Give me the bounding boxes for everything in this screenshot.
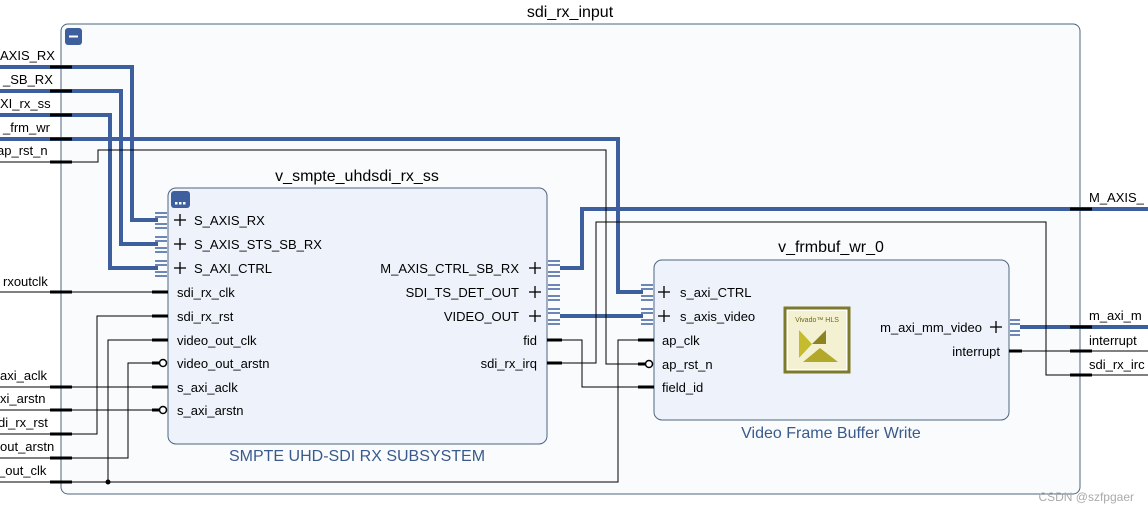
wire-out-clk bbox=[0, 339, 643, 483]
smpte-caption: SMPTE UHD-SDI RX SUBSYSTEM bbox=[229, 448, 485, 465]
wire-rx-rst bbox=[0, 315, 158, 435]
wire-video-out-clk bbox=[107, 339, 158, 482]
smpte-port-label: s_axi_arstn bbox=[177, 403, 243, 418]
bus-axi-frm-wr bbox=[0, 137, 643, 294]
ext-port-label: axi_aclk bbox=[0, 368, 47, 383]
smpte-port-label: sdi_rx_clk bbox=[177, 285, 235, 300]
smpte-port-label: S_AXI_CTRL bbox=[194, 261, 272, 276]
expand-plus-icon[interactable] bbox=[174, 214, 186, 274]
watermark: CSDN @szfpgaer bbox=[1038, 490, 1134, 504]
frmbuf-port-label: m_axi_mm_video bbox=[880, 320, 982, 335]
frmbuf-port-label: interrupt bbox=[952, 344, 1000, 359]
bus-port-connector bbox=[155, 212, 167, 277]
smpte-port-label: SDI_TS_DET_OUT bbox=[406, 285, 519, 300]
frmbuf-caption: Video Frame Buffer Write bbox=[741, 425, 921, 442]
vivado-hls-logo: Vivado™ HLS bbox=[783, 306, 851, 374]
frmbuf-port-label: ap_clk bbox=[662, 333, 700, 348]
ext-port-label: out_arstn bbox=[0, 439, 54, 454]
wire-sdi-rx-irq bbox=[560, 221, 1148, 376]
frmbuf-instance-name: v_frmbuf_wr_0 bbox=[778, 239, 884, 256]
frmbuf-port-label: field_id bbox=[662, 380, 703, 395]
ext-port-label: di_rx_rst bbox=[0, 415, 48, 430]
smpte-port-label: s_axi_aclk bbox=[177, 380, 238, 395]
active-low-bubble bbox=[644, 359, 654, 369]
smpte-port-label: fid bbox=[523, 333, 537, 348]
smpte-port-label: S_AXIS_RX bbox=[194, 213, 265, 228]
bus-port-connector bbox=[1010, 319, 1020, 336]
collapse-icon[interactable] bbox=[65, 28, 82, 45]
frmbuf-port-label: s_axis_video bbox=[680, 309, 755, 324]
expand-plus-icon[interactable] bbox=[658, 286, 1002, 333]
ext-port-label: sdi_rx_irc bbox=[1089, 357, 1145, 372]
ext-port-label: _out_clk bbox=[0, 463, 47, 478]
ext-port-label: interrupt bbox=[1089, 333, 1137, 348]
smpte-port-label: video_out_clk bbox=[177, 333, 257, 348]
smpte-port-label: video_out_arstn bbox=[177, 356, 270, 371]
smpte-port-label: VIDEO_OUT bbox=[444, 309, 519, 324]
ext-port-label: m_axi_m bbox=[1089, 308, 1142, 323]
wire-ap-rst-n bbox=[0, 149, 643, 365]
ext-port-label: _SB_RX bbox=[2, 72, 53, 87]
smpte-instance-name: v_smpte_uhdsdi_rx_ss bbox=[275, 168, 439, 185]
junction-dot bbox=[105, 479, 111, 485]
ext-port-label: AXIS_RX bbox=[0, 48, 55, 63]
ext-port-label: M_AXIS_ bbox=[1089, 190, 1145, 205]
ext-port-label: XI_rx_ss bbox=[0, 96, 51, 111]
smpte-port-label: S_AXIS_STS_SB_RX bbox=[194, 237, 322, 252]
svg-text:Vivado™ HLS: Vivado™ HLS bbox=[795, 317, 839, 324]
bus-port-connector bbox=[548, 260, 560, 325]
ext-port-label: ap_rst_n bbox=[0, 143, 48, 158]
active-low-bubble bbox=[158, 358, 168, 368]
smpte-port-label: M_AXIS_CTRL_SB_RX bbox=[380, 261, 519, 276]
ext-port-label: rxoutclk bbox=[3, 274, 48, 289]
frmbuf-port-label: ap_rst_n bbox=[662, 357, 713, 372]
smpte-port-label: sdi_rx_rst bbox=[177, 309, 234, 324]
frmbuf-port-label: s_axi_CTRL bbox=[680, 285, 752, 300]
smpte-port-label: sdi_rx_irq bbox=[481, 356, 537, 371]
bus-port-connector bbox=[641, 284, 653, 325]
ext-port-label: _frm_wr bbox=[2, 120, 51, 135]
ext-port-label: xi_arstn bbox=[0, 391, 46, 406]
subsystem-icon[interactable] bbox=[171, 191, 190, 208]
active-low-bubble bbox=[158, 405, 168, 415]
hierarchy-title: sdi_rx_input bbox=[527, 4, 614, 21]
expand-plus-icon[interactable] bbox=[529, 262, 541, 322]
bus-m-axis-ctrl bbox=[560, 207, 1148, 270]
